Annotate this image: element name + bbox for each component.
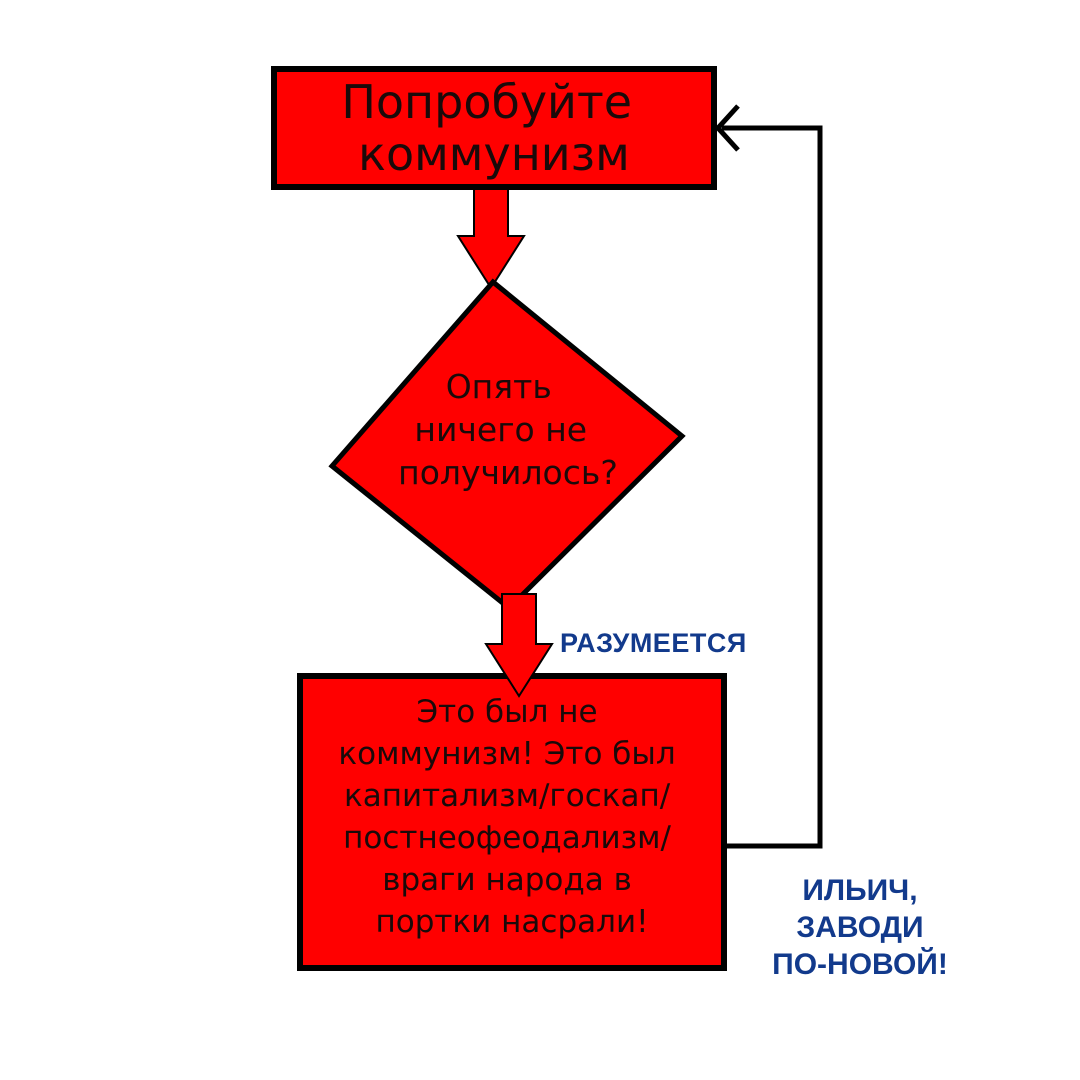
- start-line-1: Попробуйте: [341, 75, 632, 129]
- decision-line-2: ничего не: [414, 410, 587, 449]
- start-box-text: Попробуйте коммунизм: [341, 75, 646, 181]
- result-line-1: Это был не: [417, 694, 598, 730]
- result-box-text: Это был не коммунизм! Это был капитализм…: [338, 694, 685, 940]
- decision-line-1: Опять: [446, 367, 552, 406]
- decision-line-3: получилось?: [398, 453, 618, 492]
- result-line-6: портки насрали!: [375, 904, 648, 940]
- edge-label-yes: РАЗУМЕЕТСЯ: [560, 628, 747, 658]
- loop-back-line: [722, 125, 823, 849]
- edge-label-loop-back: ИЛЬИЧ, ЗАВОДИ ПО-НОВОЙ!: [772, 874, 948, 981]
- start-box: [271, 66, 717, 190]
- start-line-2: коммунизм: [358, 127, 630, 181]
- result-line-4: постнеофеодализм/: [343, 820, 671, 856]
- loop-back-arrowhead: [714, 104, 740, 152]
- arrow-start-to-decision: [456, 188, 526, 290]
- decision-text: Опять ничего не получилось?: [398, 367, 618, 492]
- arrow-decision-to-result: [484, 593, 554, 698]
- result-line-5: враги народа в: [382, 862, 632, 898]
- result-line-3: капитализм/госкап/: [344, 778, 671, 814]
- result-line-2: коммунизм! Это был: [338, 736, 675, 772]
